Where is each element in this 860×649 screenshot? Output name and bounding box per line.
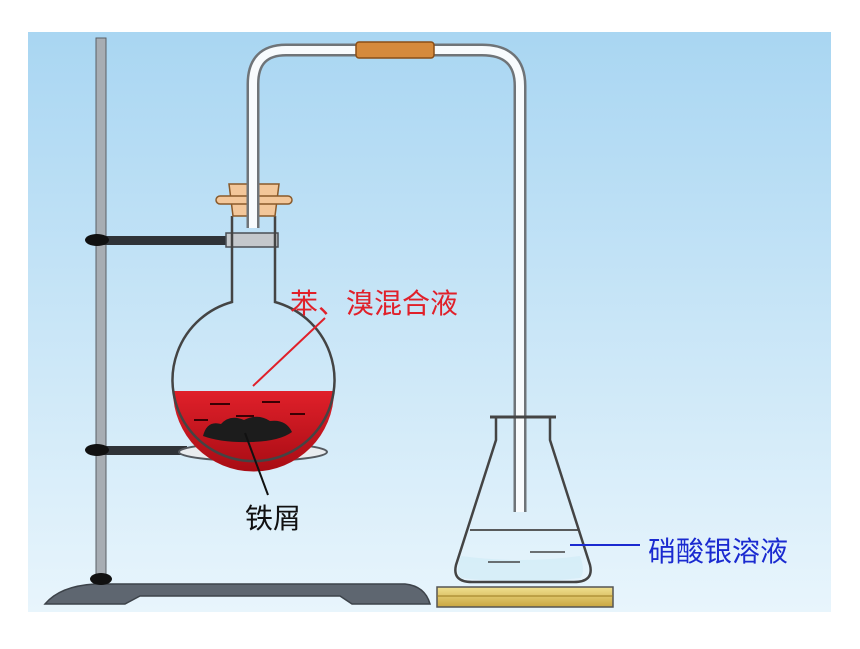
flask-outline	[171, 216, 336, 463]
rubber-joint	[355, 41, 435, 59]
conical-flask	[454, 415, 592, 584]
iron-filings	[203, 416, 292, 443]
stand-base	[43, 583, 431, 605]
rod-foot	[90, 573, 112, 585]
stand-rod	[95, 37, 107, 579]
background-panel	[28, 32, 831, 612]
clamp-collar	[225, 232, 279, 248]
mixture-leader-line	[252, 317, 326, 387]
upper-clamp	[85, 232, 279, 248]
silver-nitrate-label: 硝酸银溶液	[648, 535, 789, 568]
round-bottom-flask	[171, 216, 336, 472]
liquid-dashes	[194, 401, 305, 421]
mixture-label: 苯、溴混合液	[290, 287, 459, 320]
iron-leader-line	[244, 432, 269, 496]
wooden-block	[436, 586, 614, 608]
iron-stand	[43, 37, 431, 605]
iron-filings-label: 铁屑	[245, 502, 302, 535]
delivery-tube	[246, 43, 527, 512]
